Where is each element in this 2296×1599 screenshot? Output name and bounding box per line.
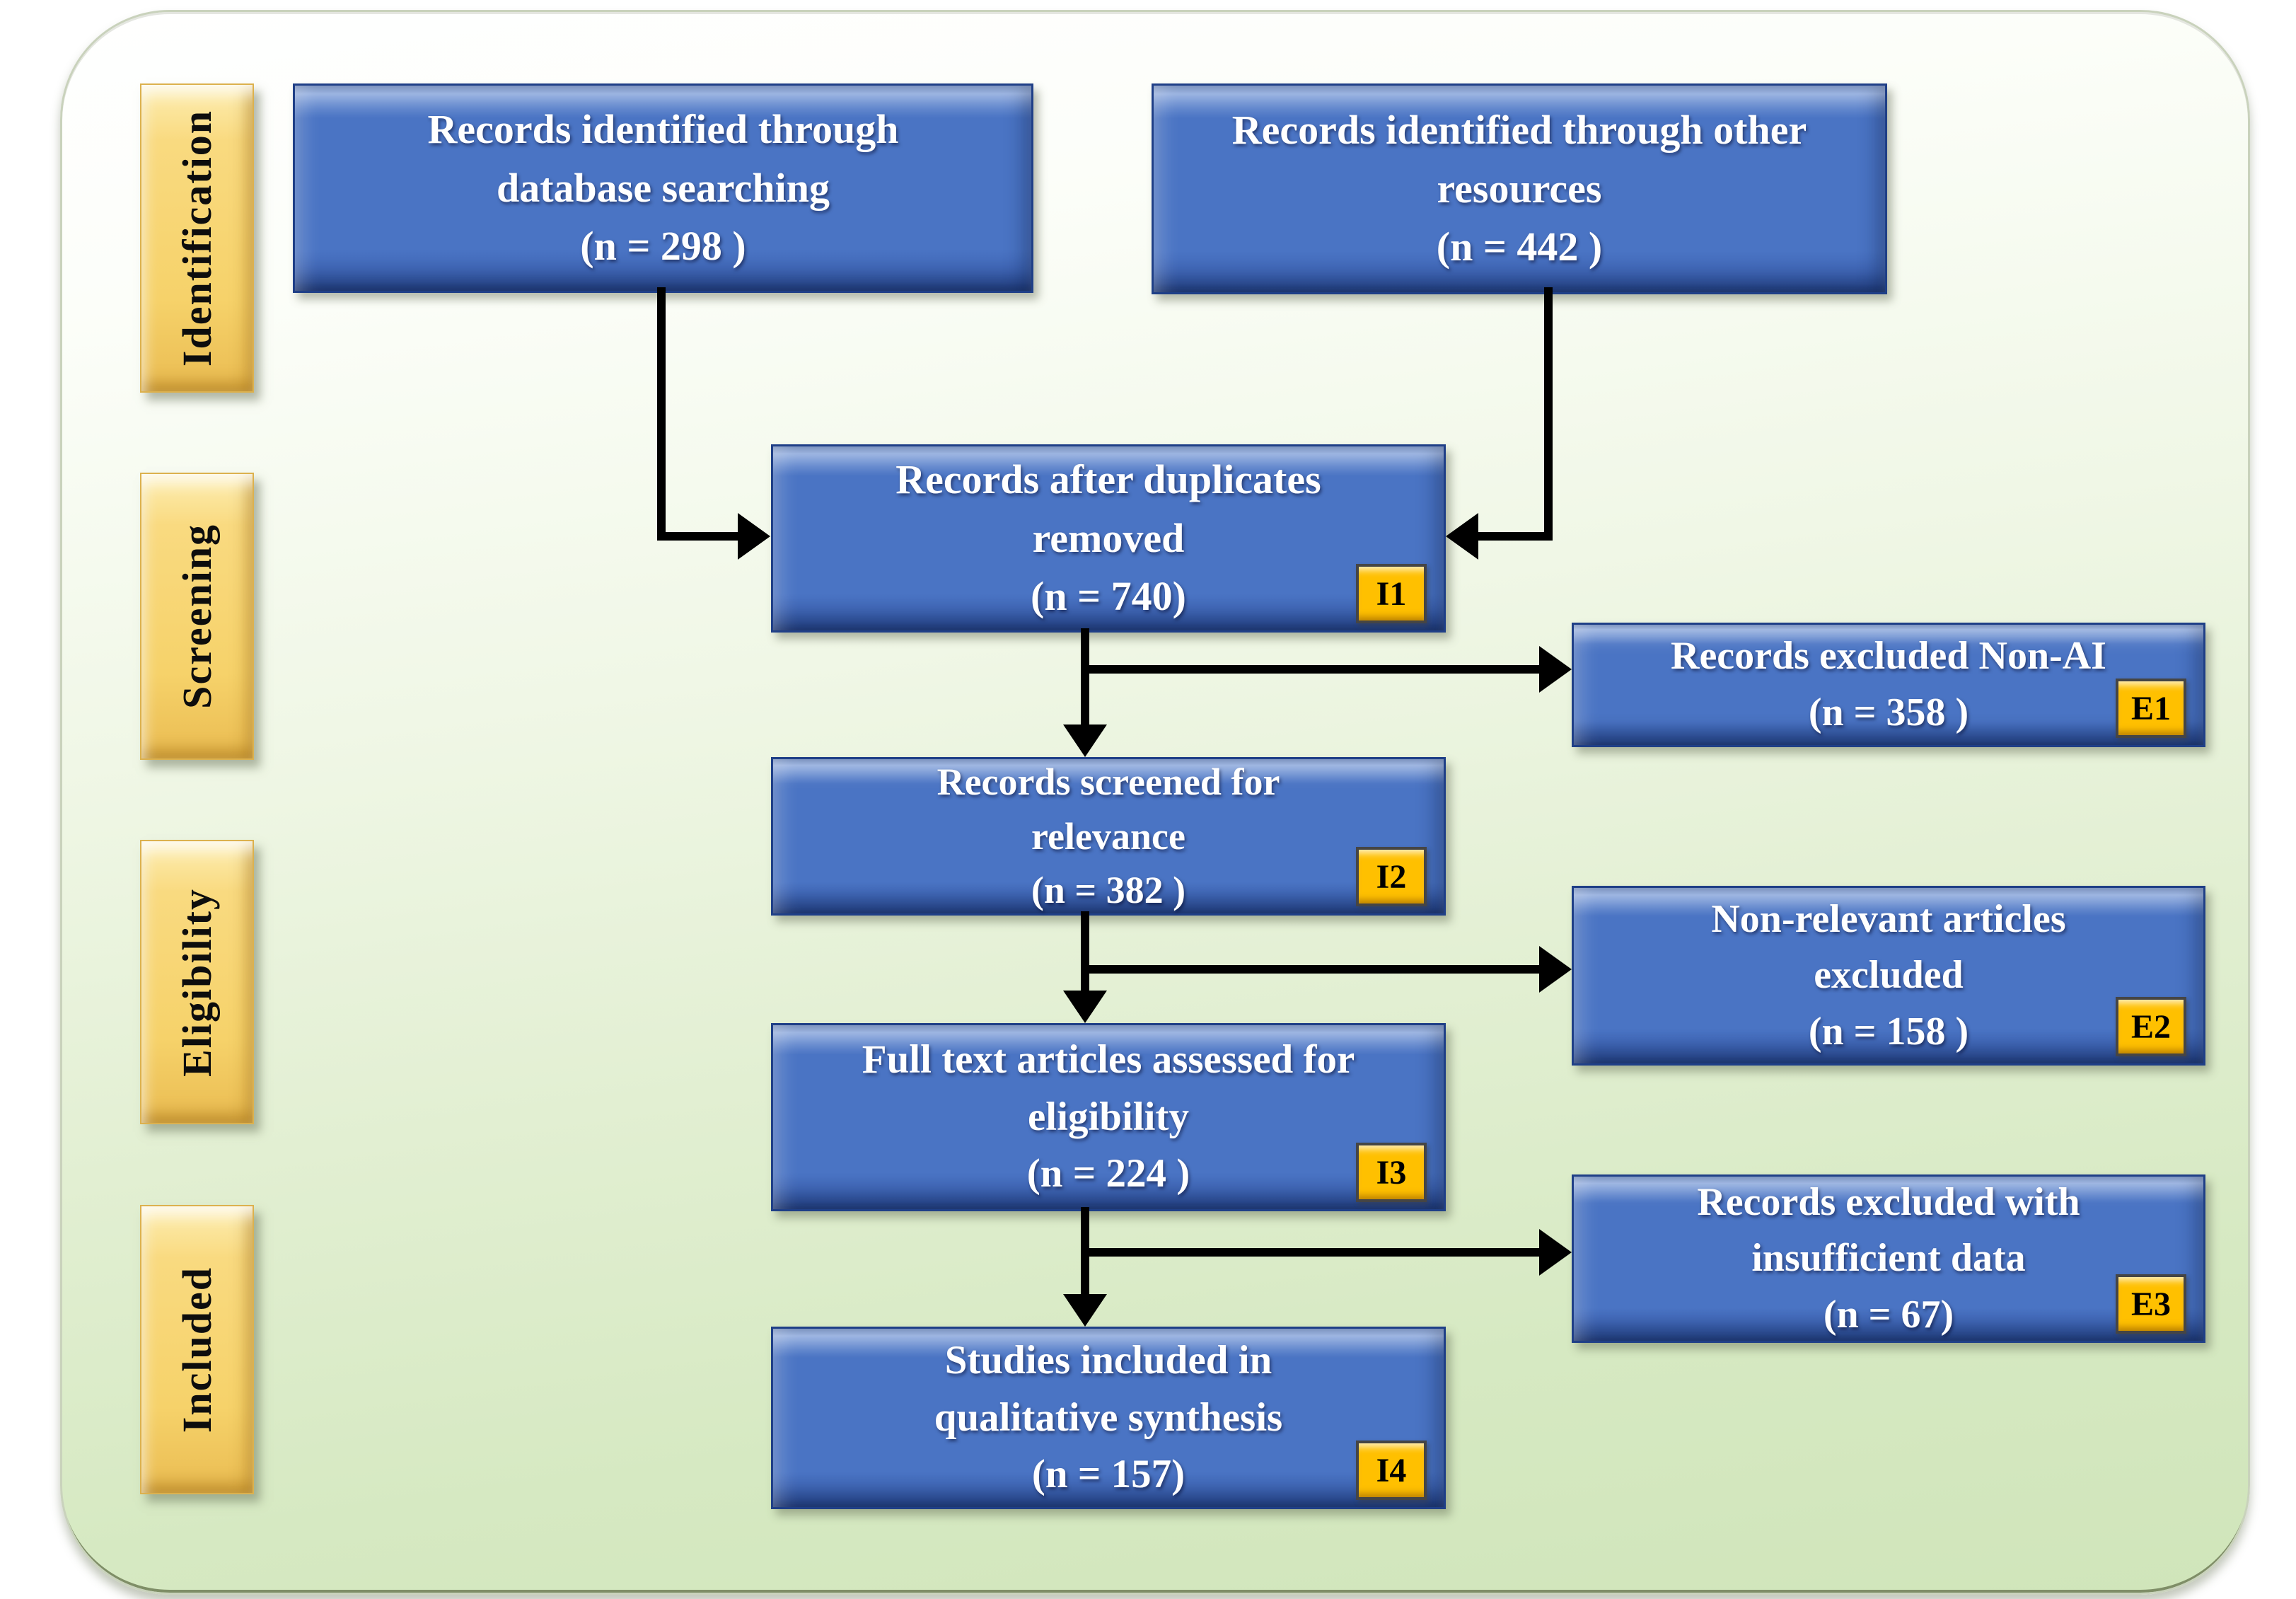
flow-box-duplicates-removed-text: Records after duplicates removed (n = 74… — [895, 456, 1321, 620]
arrow-db-to-dup-vertical — [657, 287, 666, 536]
arrow-dup-to-e1-horizontal — [1081, 665, 1539, 674]
arrowhead-dup-to-screened-icon — [1063, 725, 1107, 757]
arrow-other-to-dup-vertical — [1544, 287, 1553, 536]
flow-box-insufficient-data: Records excluded with insufficient data … — [1572, 1174, 2205, 1343]
arrow-screened-to-e2-horizontal — [1081, 965, 1539, 974]
badge-e3: E3 — [2116, 1274, 2186, 1334]
stage-label-identification: Identification — [140, 83, 254, 393]
stage-label-eligibility-text: Eligibility — [174, 887, 220, 1077]
flow-box-nonrelevant-excluded-text: Non-relevant articles excluded (n = 158 … — [1711, 896, 2066, 1054]
flow-box-fulltext-assessed: Full text articles assessed for eligibil… — [771, 1023, 1446, 1211]
stage-label-included: Included — [140, 1205, 254, 1494]
badge-e2: E2 — [2116, 997, 2186, 1056]
arrow-fulltext-to-e3-horizontal — [1081, 1248, 1539, 1257]
flow-box-fulltext-assessed-text: Full text articles assessed for eligibil… — [862, 1037, 1355, 1196]
badge-e1: E1 — [2116, 679, 2186, 738]
flow-box-screened-relevance: Records screened for relevance (n = 382 … — [771, 757, 1446, 916]
flow-box-studies-included: Studies included in qualitative synthesi… — [771, 1327, 1446, 1509]
arrowhead-dup-to-e1-icon — [1539, 646, 1572, 693]
flow-box-nonrelevant-excluded: Non-relevant articles excluded (n = 158 … — [1572, 886, 2205, 1066]
stage-label-screening: Screening — [140, 473, 254, 760]
badge-i1: I1 — [1356, 564, 1427, 623]
flow-box-database-search: Records identified through database sear… — [293, 83, 1033, 293]
arrow-dup-to-screened-vertical — [1081, 628, 1089, 727]
arrow-db-to-dup-horizontal — [657, 532, 738, 541]
flow-box-duplicates-removed: Records after duplicates removed (n = 74… — [771, 444, 1446, 633]
flow-box-other-resources: Records identified through other resourc… — [1152, 83, 1887, 294]
badge-i4: I4 — [1356, 1441, 1427, 1500]
flow-box-excluded-non-ai: Records excluded Non-AI (n = 358 ) E1 — [1572, 623, 2205, 747]
badge-i3: I3 — [1356, 1143, 1427, 1202]
arrow-screened-to-fulltext-vertical — [1081, 911, 1089, 993]
arrowhead-screened-to-e2-icon — [1539, 946, 1572, 993]
arrowhead-fulltext-to-e3-icon — [1539, 1229, 1572, 1276]
arrowhead-fulltext-to-included-icon — [1063, 1294, 1107, 1327]
flow-box-studies-included-text: Studies included in qualitative synthesi… — [934, 1337, 1283, 1497]
stage-label-included-text: Included — [174, 1266, 220, 1433]
stage-label-screening-text: Screening — [174, 524, 220, 709]
stage-label-identification-text: Identification — [174, 109, 220, 367]
arrowhead-screened-to-fulltext-icon — [1063, 991, 1107, 1023]
badge-i2: I2 — [1356, 847, 1427, 906]
arrowhead-other-to-dup-icon — [1446, 513, 1478, 560]
arrow-other-to-dup-horizontal — [1478, 532, 1553, 541]
stage-label-eligibility: Eligibility — [140, 840, 254, 1124]
flow-box-database-search-text: Records identified through database sear… — [427, 106, 899, 270]
flow-box-insufficient-data-text: Records excluded with insufficient data … — [1697, 1179, 2080, 1337]
flow-box-other-resources-text: Records identified through other resourc… — [1231, 107, 1807, 270]
flow-box-screened-relevance-text: Records screened for relevance (n = 382 … — [937, 761, 1280, 912]
arrowhead-db-to-dup-icon — [738, 513, 770, 560]
flow-box-excluded-non-ai-text: Records excluded Non-AI (n = 358 ) — [1671, 634, 2106, 734]
